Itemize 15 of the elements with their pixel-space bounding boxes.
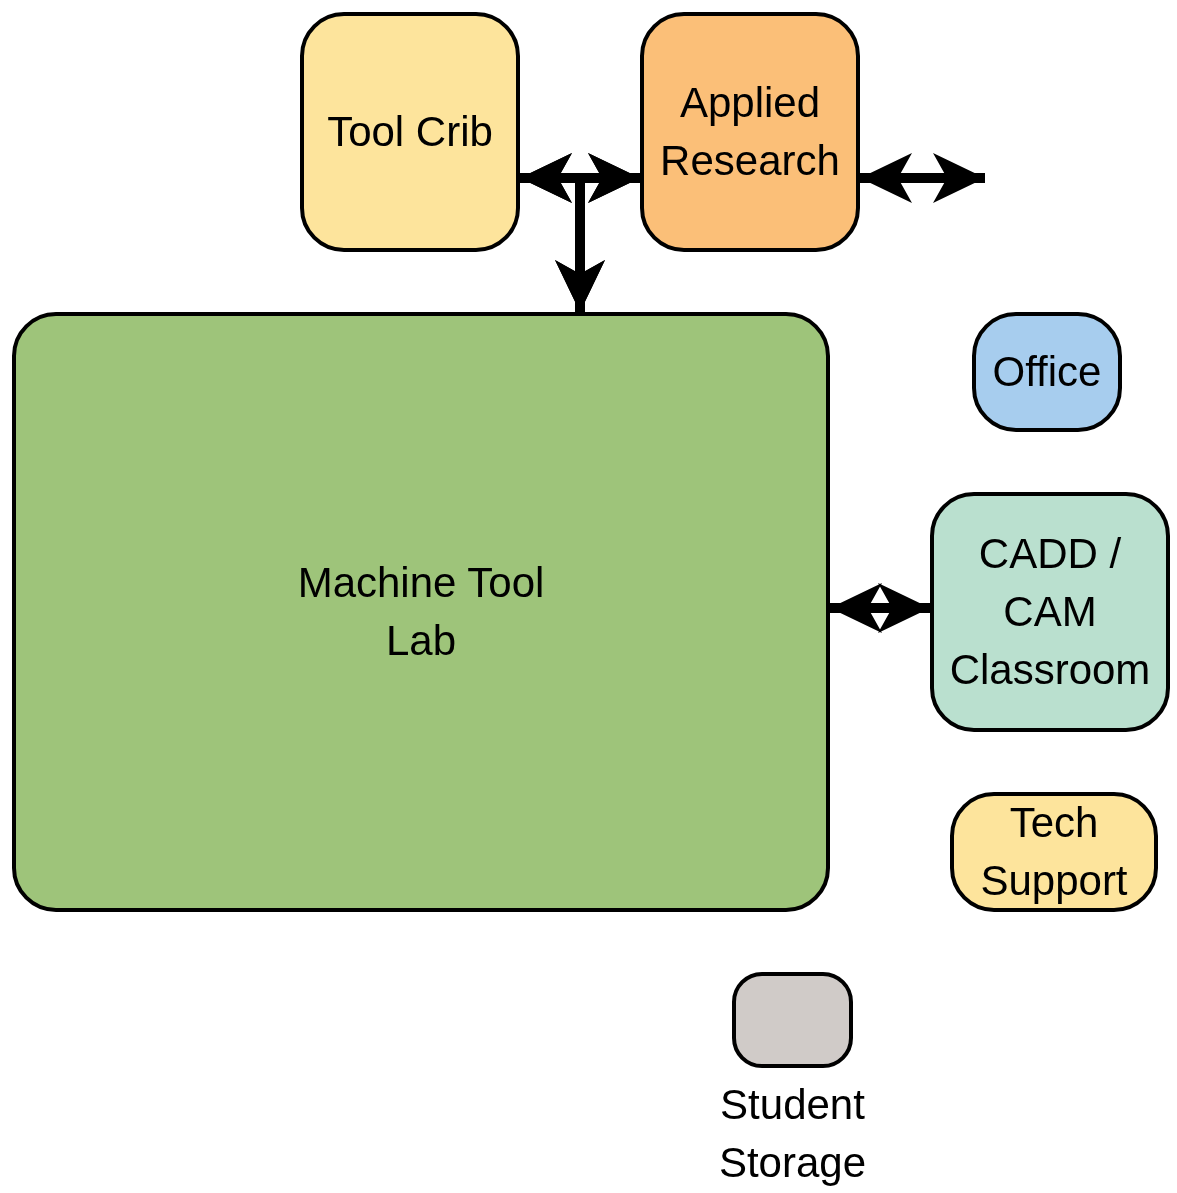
room-box (300, 12, 520, 252)
room-label: Tool Crib (326, 107, 494, 157)
room-box (972, 312, 1122, 432)
room-box (12, 312, 830, 912)
double-arrow (860, 153, 985, 203)
room-box (950, 792, 1158, 912)
room-label: Student Storage (717, 1080, 868, 1188)
room-box (640, 12, 860, 252)
room-box (930, 492, 1170, 732)
room-label: Tech Support (979, 798, 1129, 906)
room-label: CADD / CAM Classroom (948, 529, 1152, 695)
room-label: Applied Research (659, 78, 841, 186)
room-label: Machine Tool Lab (296, 558, 546, 666)
double-arrow (830, 583, 930, 633)
room-label: Office (991, 347, 1103, 397)
